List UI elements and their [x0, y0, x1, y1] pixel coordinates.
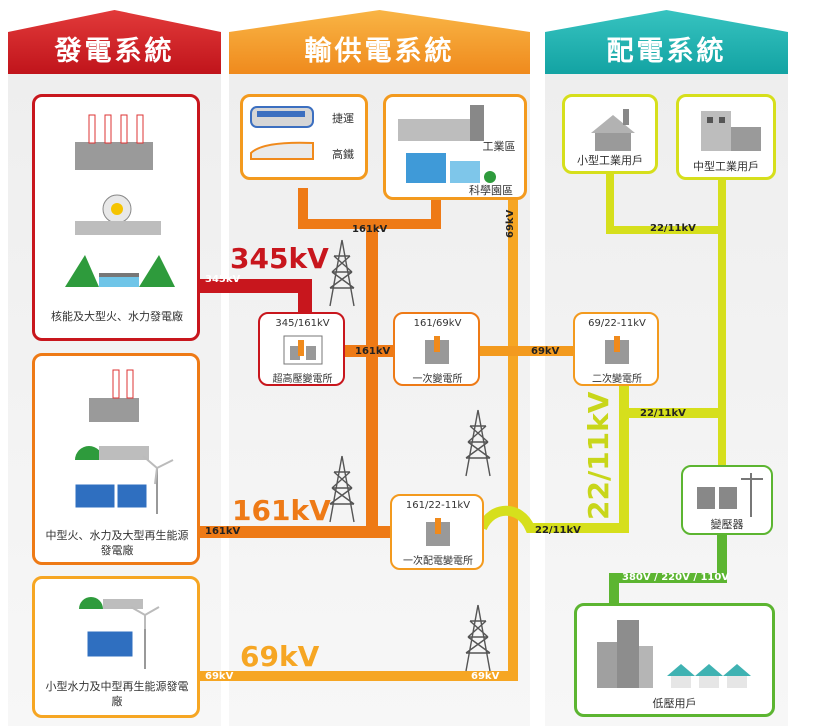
substation-primary-label: 一次變電所 — [412, 374, 463, 385]
label-22-11-top: 22/11kV — [650, 223, 696, 234]
transformer-box: 變壓器 — [681, 465, 773, 535]
substation-secondary: 69/22-11kV 二次變電所 — [573, 312, 659, 386]
substation-icon — [426, 518, 450, 546]
transit-mrt-label: 捷運 — [332, 112, 354, 125]
plant-small-box: 小型水力及中型再生能源發電廠 — [32, 576, 200, 718]
substation-primary-ratio: 161/69kV — [413, 318, 462, 329]
transformer-label: 變壓器 — [710, 518, 744, 531]
substation-ehv-ratio: 345/161kV — [275, 318, 330, 329]
tower-icon — [329, 239, 491, 672]
low-voltage-label: 低壓用戶 — [652, 697, 697, 710]
generation-header-title: 發電系統 — [54, 36, 175, 67]
label-69-vertical: 69kV — [505, 209, 516, 238]
substation-dist-ratio: 161/22-11kV — [405, 500, 471, 511]
industrial-park-icon — [398, 105, 496, 183]
transit-box: 捷運 高鐵 — [240, 94, 368, 180]
industrial-zone-label: 工業區 — [482, 140, 516, 153]
label-161-mid: 161kV — [355, 346, 391, 357]
plant-medium-label: 中型火、水力及大型再生能源發電廠 — [45, 529, 189, 557]
label-69-right: 69kV — [471, 671, 500, 682]
factory-icon — [74, 369, 174, 514]
substation-icon — [605, 336, 629, 364]
line-low-voltage — [609, 530, 727, 606]
plant-large-label: 核能及大型火、水力發電廠 — [51, 310, 183, 323]
line-22-11 — [477, 408, 722, 533]
transformer-icon — [697, 473, 763, 517]
label-161-top: 161kV — [352, 224, 388, 235]
label-69-big: 69kV — [240, 640, 320, 673]
factory-icon — [65, 114, 175, 287]
label-161-big: 161kV — [232, 494, 331, 527]
small-industrial-box: 小型工業用戶 — [562, 94, 658, 174]
substation-icon — [283, 335, 323, 365]
science-park-label: 科學園區 — [469, 184, 513, 197]
substation-secondary-label: 二次變電所 — [592, 374, 642, 385]
substation-icon — [425, 336, 449, 364]
label-69-mid: 69kV — [531, 346, 560, 357]
label-161-left: 161kV — [205, 526, 241, 537]
label-low-voltage: 380V / 220V / 110V — [622, 572, 730, 583]
small-industrial-label: 小型工業用戶 — [577, 154, 643, 167]
line-69 — [197, 200, 518, 681]
transmission-header-title: 輸供電系統 — [304, 36, 455, 67]
train-icon — [250, 106, 314, 160]
label-22-11-big: 22/11kV — [582, 391, 615, 520]
substation-dist-label: 一次配電變電所 — [403, 556, 473, 567]
label-345-big: 345kV — [230, 242, 329, 275]
solar-wind-icon — [79, 597, 160, 669]
transit-hsr-label: 高鐵 — [332, 148, 354, 161]
medium-industrial-box: 中型工業用戶 — [676, 94, 776, 180]
label-345-small: 345kV — [205, 274, 241, 285]
plant-large-box: 核能及大型火、水力發電廠 — [32, 94, 200, 341]
label-22-11-bottom: 22/11kV — [535, 525, 581, 536]
substation-primary: 161/69kV 一次變電所 — [393, 312, 480, 386]
low-voltage-box: 低壓用戶 — [574, 603, 775, 717]
label-69-left: 69kV — [205, 671, 234, 682]
label-22-11-mid: 22/11kV — [640, 408, 686, 419]
industrial-box: 工業區 科學園區 — [383, 94, 527, 200]
residential-icon — [597, 620, 751, 688]
plant-medium-box: 中型火、水力及大型再生能源發電廠 — [32, 353, 200, 565]
substation-dist: 161/22-11kV 一次配電變電所 — [390, 494, 484, 570]
transmission-header: 輸供電系統 — [229, 10, 530, 74]
substation-ehv: 345/161kV 超高壓變電所 — [258, 312, 345, 386]
plant-small-label: 小型水力及中型再生能源發電廠 — [45, 680, 189, 708]
substation-ehv-label: 超高壓變電所 — [272, 374, 333, 385]
factory-icon — [701, 111, 761, 151]
medium-industrial-label: 中型工業用戶 — [693, 160, 759, 173]
substation-secondary-ratio: 69/22-11kV — [588, 318, 646, 329]
distribution-header-title: 配電系統 — [606, 36, 727, 67]
factory-icon — [591, 109, 635, 151]
